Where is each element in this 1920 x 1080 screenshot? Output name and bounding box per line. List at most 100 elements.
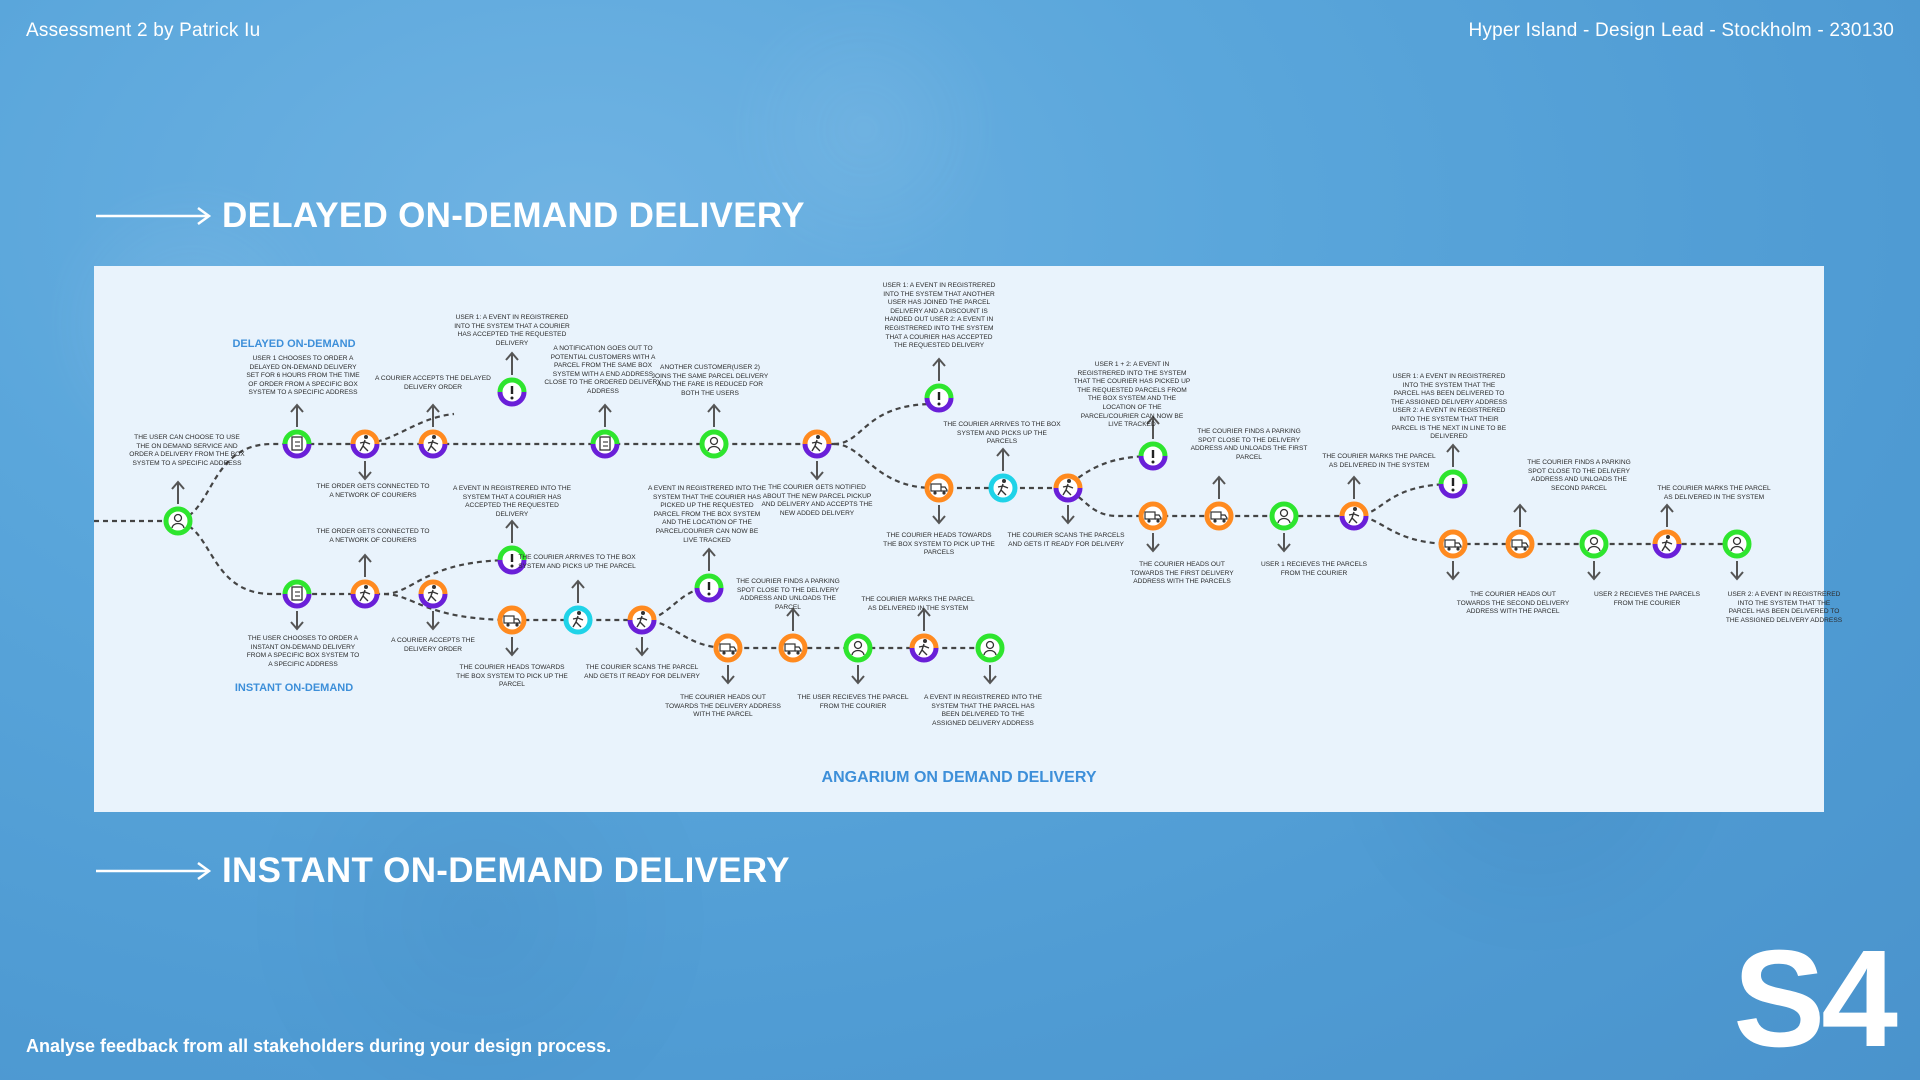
- node-i11-arrow: [851, 665, 865, 685]
- node-i12-arrow: [917, 607, 931, 631]
- node-d12: [1138, 441, 1168, 471]
- user-icon: [1277, 508, 1291, 524]
- alert-icon: [1451, 478, 1455, 492]
- courier-icon: [1062, 479, 1074, 496]
- step-label-d18: THE COURIER HEADS OUT TOWARDS THE SECOND…: [1456, 591, 1570, 616]
- node-d5: [590, 429, 620, 459]
- node-d21: [1652, 529, 1682, 559]
- node-d4-arrow: [505, 351, 519, 375]
- node-i7-arrow: [635, 637, 649, 657]
- step-label-d12: USER 1 + 2: A EVENT IN REGISTRERED INTO …: [1073, 361, 1191, 429]
- courier-icon: [359, 435, 371, 452]
- node-d22-arrow: [1730, 561, 1744, 581]
- courier-icon: [636, 611, 648, 628]
- node-i10: [778, 633, 808, 663]
- node-i6: [563, 605, 593, 635]
- node-d8: [924, 383, 954, 413]
- node-d20: [1579, 529, 1609, 559]
- courier-icon: [359, 585, 371, 602]
- node-d1: [282, 429, 312, 459]
- order-document-icon: [291, 586, 303, 601]
- step-label-d9: THE COURIER HEADS TOWARDS THE BOX SYSTEM…: [883, 532, 995, 557]
- step-label-i5: THE COURIER HEADS TOWARDS THE BOX SYSTEM…: [456, 664, 568, 689]
- delivery-truck-icon: [503, 615, 521, 627]
- step-label-d19: THE COURIER FINDS A PARKING SPOT CLOSE T…: [1527, 459, 1631, 492]
- section-badge: S4: [1733, 922, 1898, 1076]
- step-label-d20: USER 2 RECIEVES THE PARCELS FROM THE COU…: [1593, 591, 1701, 607]
- node-i2: [350, 579, 380, 609]
- courier-icon: [427, 435, 439, 452]
- node-i5-arrow: [505, 637, 519, 657]
- step-label-i2: THE ORDER GETS CONNECTED TO A NETWORK OF…: [316, 528, 430, 544]
- node-i1: [282, 579, 312, 609]
- user-icon: [851, 640, 865, 656]
- step-label-d11: THE COURIER SCANS THE PARCELS AND GETS I…: [1007, 532, 1125, 548]
- node-i8: [694, 573, 724, 603]
- node-d8-arrow: [932, 357, 946, 381]
- flow-line-delayed-main: [833, 442, 1054, 490]
- alert-icon: [510, 554, 514, 568]
- flow-line-delayed-event: [1053, 454, 1155, 490]
- node-i4-arrow: [505, 519, 519, 543]
- courier-icon: [572, 611, 584, 628]
- node-d16-arrow: [1347, 475, 1361, 499]
- step-label-d15: USER 1 RECIEVES THE PARCELS FROM THE COU…: [1260, 561, 1368, 577]
- courier-icon: [918, 639, 930, 656]
- courier-icon: [997, 479, 1009, 496]
- user-icon: [171, 513, 185, 529]
- step-label-d5: A NOTIFICATION GOES OUT TO POTENTIAL CUS…: [544, 345, 662, 395]
- step-label-i8: A EVENT IN REGISTRERED INTO THE SYSTEM T…: [648, 485, 766, 544]
- node-i6-arrow: [571, 579, 585, 603]
- node-i2-arrow: [358, 553, 372, 577]
- node-i1-arrow: [290, 611, 304, 631]
- alert-icon: [707, 582, 711, 596]
- node-d15: [1269, 501, 1299, 531]
- node-d14-arrow: [1212, 475, 1226, 499]
- user-icon: [1587, 536, 1601, 552]
- node-d19-arrow: [1513, 503, 1527, 527]
- delayed-branch-label: DELAYED ON-DEMAND: [232, 338, 356, 350]
- node-d4: [497, 377, 527, 407]
- node-i12: [909, 633, 939, 663]
- step-label-d8: USER 1: A EVENT IN REGISTRERED INTO THE …: [882, 282, 996, 350]
- order-document-icon: [599, 436, 611, 451]
- step-label-i1: THE USER CHOOSES TO ORDER A INSTANT ON-D…: [246, 635, 360, 668]
- diagram-canvas: [94, 351, 1752, 685]
- diagram-title: ANGARIUM ON DEMAND DELIVERY: [821, 769, 1097, 786]
- node-d18-arrow: [1446, 561, 1460, 581]
- delivery-truck-icon: [784, 643, 802, 655]
- node-d17-arrow: [1446, 443, 1460, 467]
- delivery-truck-icon: [1210, 511, 1228, 523]
- node-d3: [418, 429, 448, 459]
- flow-line-delayed-2: [1053, 486, 1354, 518]
- node-d11-arrow: [1061, 505, 1075, 525]
- node-d15-arrow: [1277, 533, 1291, 553]
- node-start: [163, 506, 193, 536]
- step-label-d3: A COURIER ACCEPTS THE DELAYED DELIVERY O…: [375, 375, 491, 391]
- node-d3-arrow: [426, 403, 440, 427]
- node-d6-arrow: [707, 403, 721, 427]
- alert-icon: [1151, 450, 1155, 464]
- courier-icon: [1661, 535, 1673, 552]
- node-d1-arrow: [290, 403, 304, 427]
- node-d9-arrow: [932, 505, 946, 525]
- node-d5-arrow: [598, 403, 612, 427]
- step-label-i12: THE COURIER MARKS THE PARCEL AS DELIVERE…: [861, 596, 975, 612]
- step-label-i4: A EVENT IN REGISTRERED INTO THE SYSTEM T…: [453, 485, 571, 518]
- step-label-d16: THE COURIER MARKS THE PARCEL AS DELIVERE…: [1322, 453, 1436, 469]
- node-i3-arrow: [426, 611, 440, 631]
- user-icon: [983, 640, 997, 656]
- arrow-right-icon: [96, 206, 212, 226]
- step-label-d2: THE ORDER GETS CONNECTED TO A NETWORK OF…: [316, 483, 430, 499]
- node-i4: [497, 545, 527, 575]
- arrow-right-icon: [96, 861, 212, 881]
- node-d2: [350, 429, 380, 459]
- order-document-icon: [291, 436, 303, 451]
- delivery-truck-icon: [930, 483, 948, 495]
- course-info: Hyper Island - Design Lead - Stockholm -…: [1468, 20, 1894, 41]
- step-label-d13: THE COURIER HEADS OUT TOWARDS THE FIRST …: [1130, 561, 1234, 586]
- step-label-d4: USER 1: A EVENT IN REGISTRERED INTO THE …: [454, 314, 570, 347]
- step-label-i7: THE COURIER SCANS THE PARCEL AND GETS IT…: [584, 664, 700, 680]
- step-label-d7: THE COURIER GETS NOTIFIED ABOUT THE NEW …: [761, 484, 873, 517]
- node-d10: [988, 473, 1018, 503]
